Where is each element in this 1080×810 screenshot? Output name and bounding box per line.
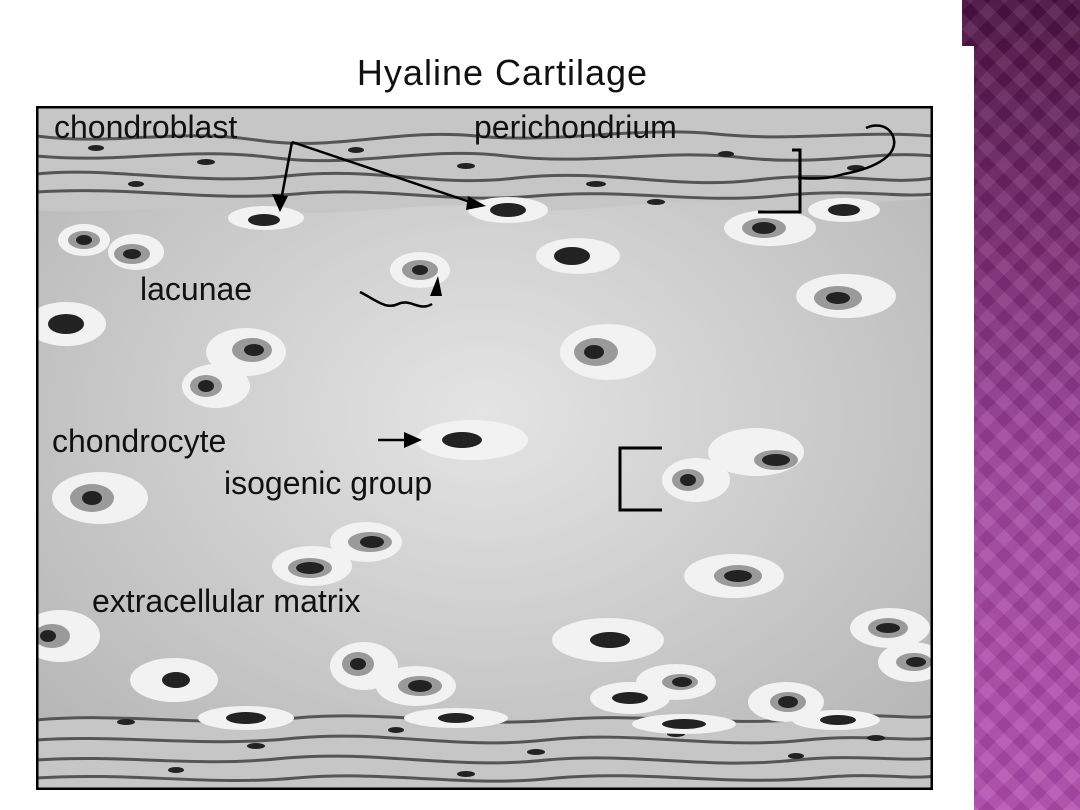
pointer-arrowheads	[272, 194, 486, 448]
sidebar-divider	[962, 46, 974, 810]
slide-title: Hyaline Cartilage	[356, 52, 649, 93]
hyaline-cartilage-diagram: chondroblast perichondrium lacunae chond…	[35, 105, 934, 791]
label-extracellular-matrix: extracellular matrix	[92, 583, 361, 619]
perichondrium-band-top	[36, 106, 933, 213]
decorative-sidebar	[962, 0, 1080, 810]
label-chondrocyte: chondrocyte	[52, 423, 226, 459]
chondrocyte-cells	[36, 197, 933, 734]
label-lacunae: lacunae	[140, 271, 252, 307]
diagram-frame	[35, 105, 934, 791]
label-perichondrium: perichondrium	[474, 109, 677, 145]
label-isogenic-group: isogenic group	[224, 465, 432, 501]
label-chondroblast: chondroblast	[54, 109, 237, 145]
